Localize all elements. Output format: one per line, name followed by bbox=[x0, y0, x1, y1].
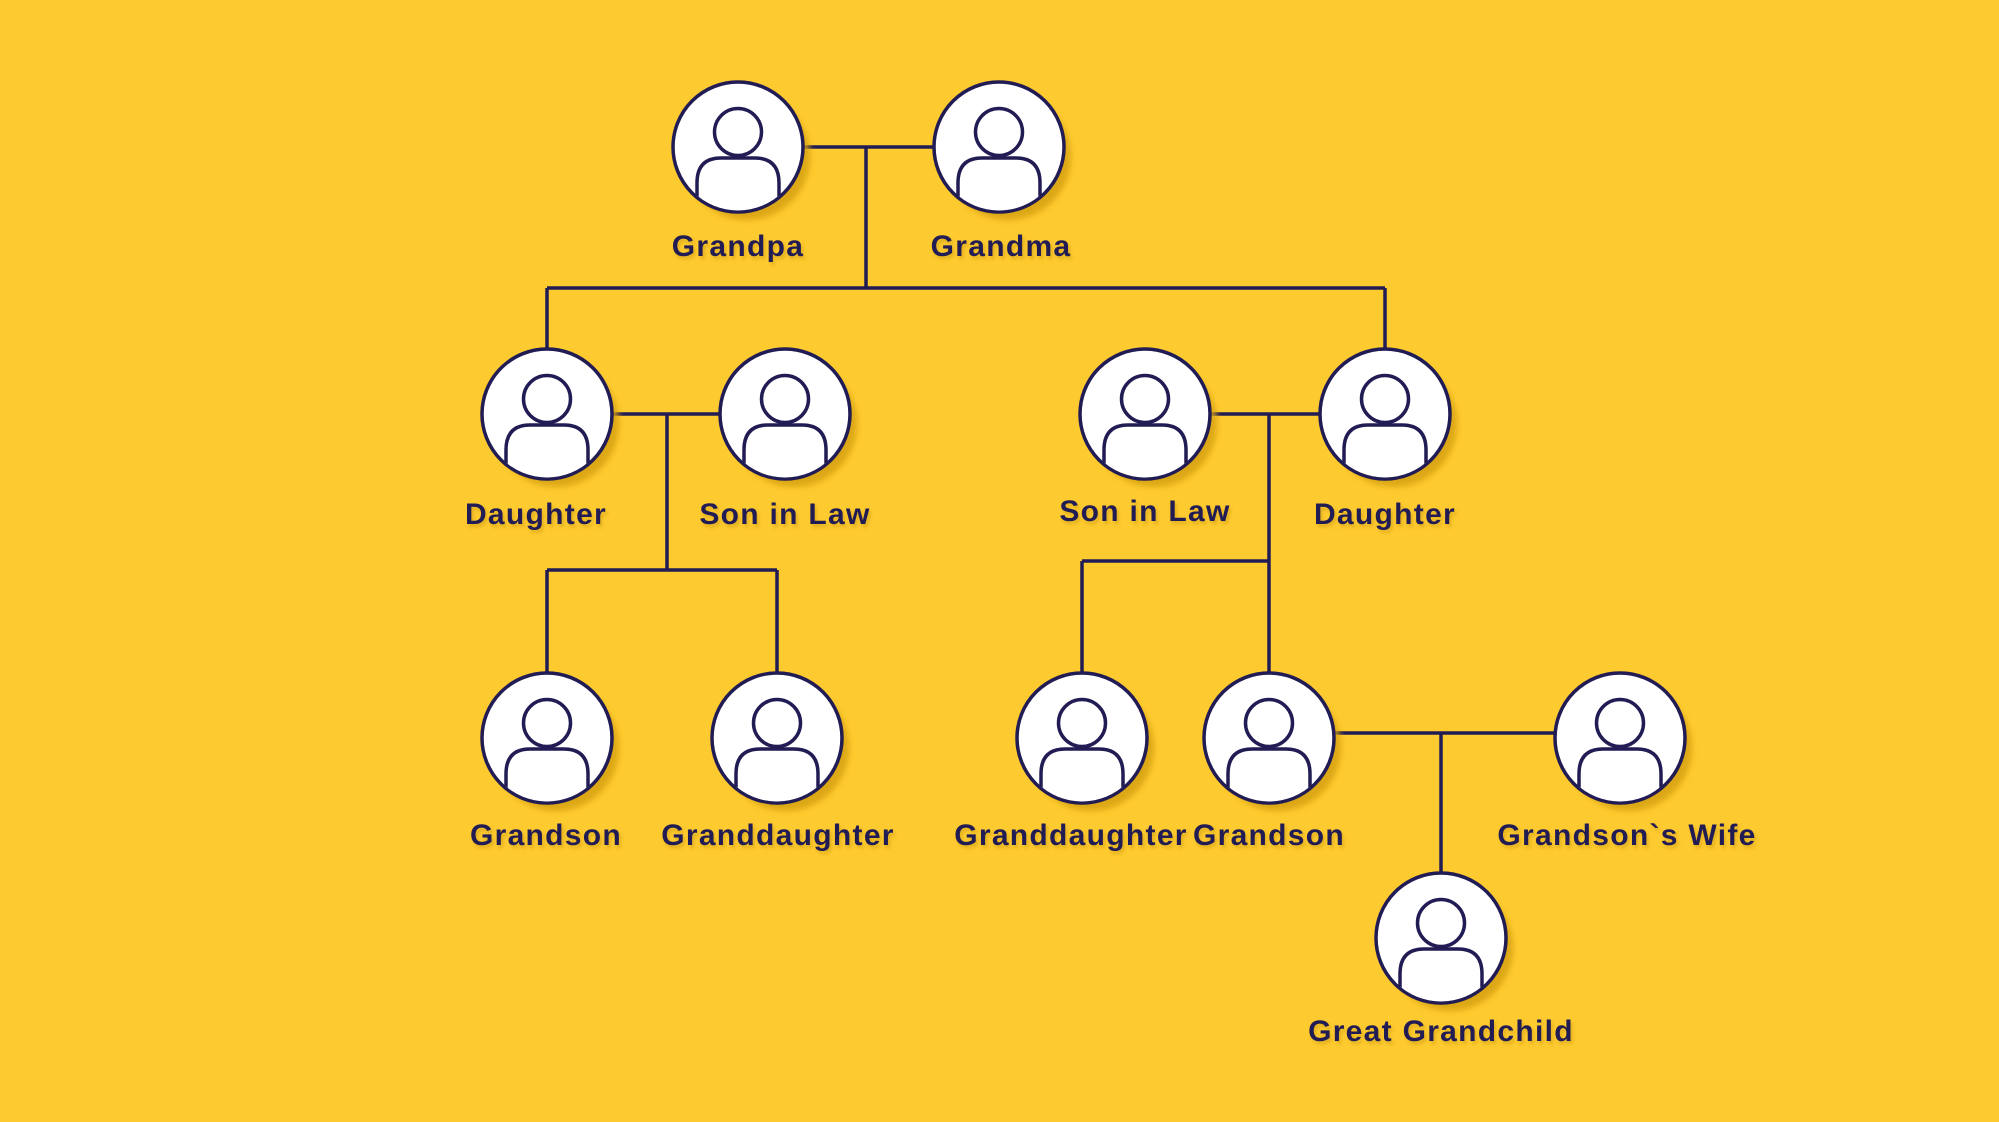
label-son-in-law-left: Son in Law bbox=[699, 498, 871, 531]
person-icon-grandma bbox=[923, 71, 1075, 223]
label-granddaughter-left: Granddaughter bbox=[661, 819, 895, 852]
label-daughter-left: Daughter bbox=[464, 498, 608, 531]
person-icon-great-grandchild bbox=[1365, 862, 1517, 1014]
person-icon-granddaughter-left bbox=[701, 662, 853, 814]
label-grandsons-wife: Grandson`s Wife bbox=[1497, 819, 1757, 852]
person-icon-grandsons-wife bbox=[1544, 662, 1696, 814]
person-icon-son-in-law-right bbox=[1069, 338, 1221, 490]
person-icon-grandson-right bbox=[1193, 662, 1345, 814]
person-icon-grandson-left bbox=[471, 662, 623, 814]
label-grandson-right: Grandson bbox=[1192, 819, 1346, 852]
label-daughter-right: Daughter bbox=[1313, 498, 1457, 531]
label-grandpa: Grandpa bbox=[671, 230, 805, 263]
person-icon-daughter-left bbox=[471, 338, 623, 490]
person-icon-granddaughter-right bbox=[1006, 662, 1158, 814]
person-icon-son-in-law-left bbox=[709, 338, 861, 490]
label-great-grandchild: Great Grandchild bbox=[1308, 1015, 1574, 1048]
person-icon-daughter-right bbox=[1309, 338, 1461, 490]
label-grandma: Grandma bbox=[930, 230, 1072, 263]
label-granddaughter-right: Granddaughter bbox=[954, 819, 1188, 852]
label-grandson-left: Grandson bbox=[469, 819, 623, 852]
label-son-in-law-right: Son in Law bbox=[1059, 495, 1231, 528]
person-icon-grandpa bbox=[662, 71, 814, 223]
